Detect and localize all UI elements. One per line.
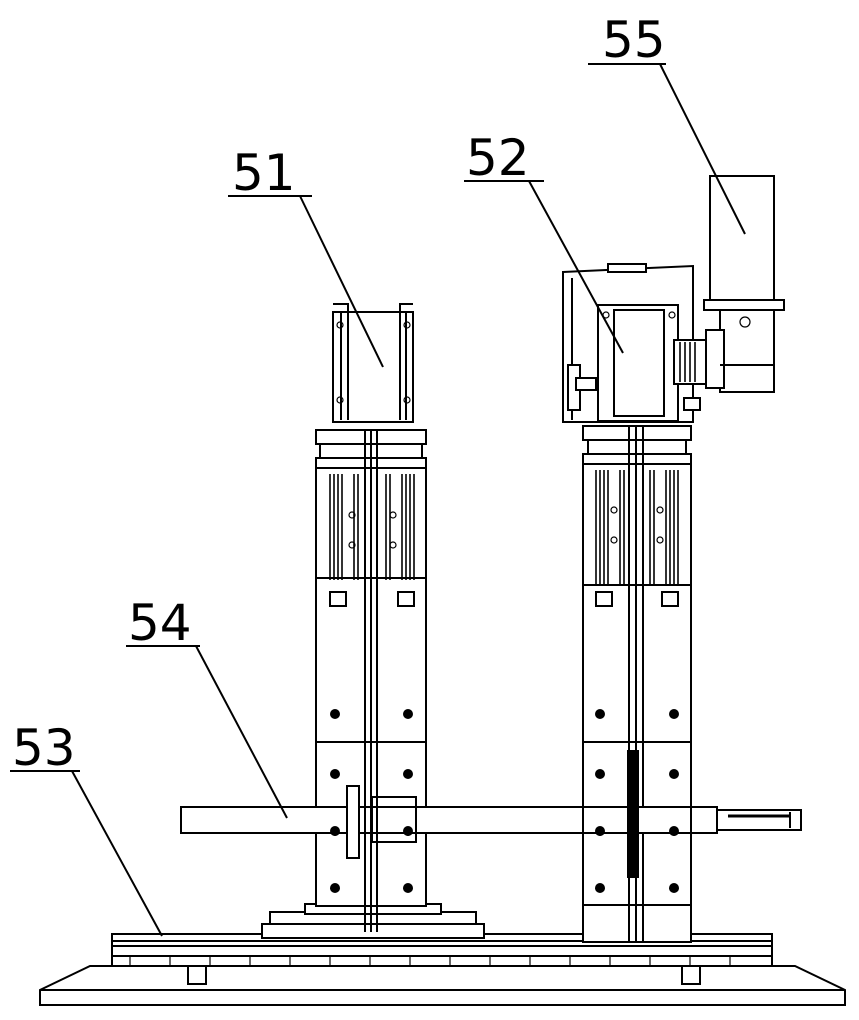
callout-label-54: 54 bbox=[128, 594, 192, 652]
leader-line-52 bbox=[528, 180, 624, 354]
base-plate bbox=[39, 965, 846, 1006]
leader-line-55 bbox=[659, 63, 746, 235]
horizontal-rod-54 bbox=[180, 785, 802, 859]
motor-assembly-55 bbox=[673, 175, 785, 411]
leader-line-53 bbox=[71, 770, 163, 937]
leader-lines bbox=[10, 63, 746, 937]
leader-line-54 bbox=[195, 645, 288, 819]
callout-label-53: 53 bbox=[12, 719, 76, 777]
right-column-52 bbox=[562, 263, 694, 943]
callout-label-55: 55 bbox=[602, 11, 666, 69]
leader-line-51 bbox=[299, 195, 384, 368]
left-column-base bbox=[261, 903, 485, 939]
reference-labels: 51 52 53 54 55 bbox=[12, 11, 666, 777]
callout-label-52: 52 bbox=[466, 129, 530, 187]
callout-label-51: 51 bbox=[232, 144, 296, 202]
